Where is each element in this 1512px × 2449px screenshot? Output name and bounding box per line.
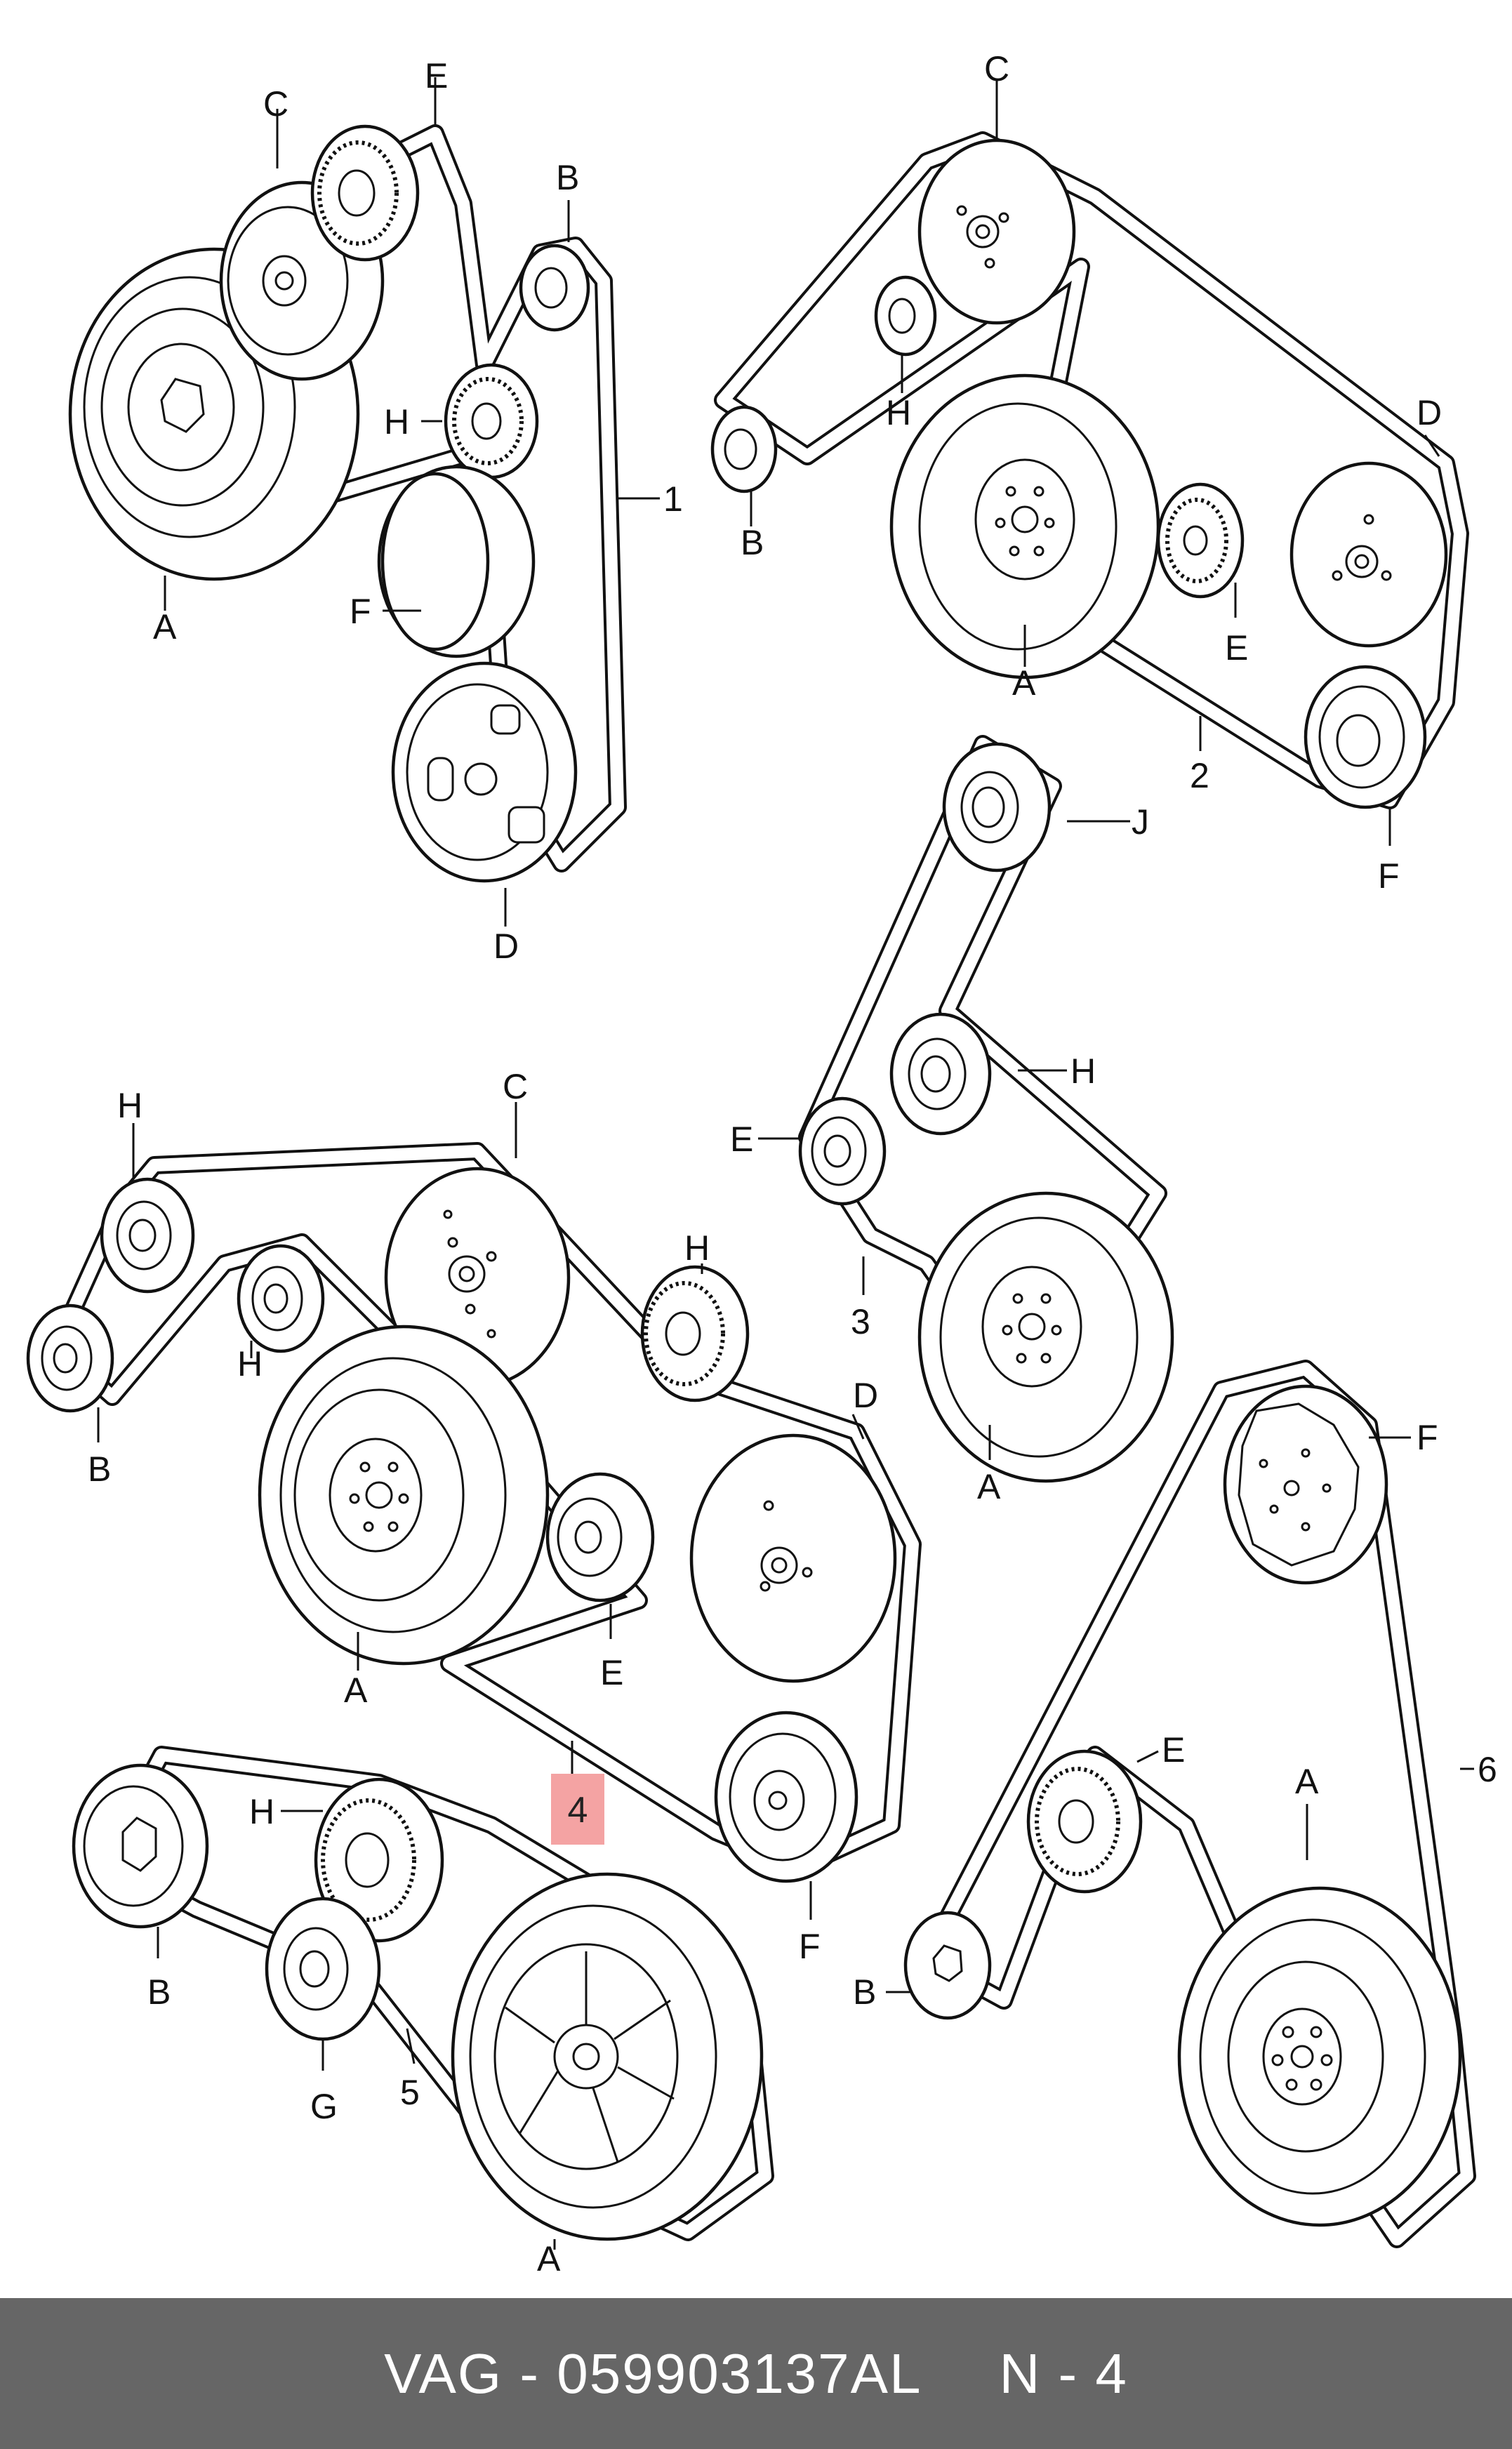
label-c: C — [263, 84, 289, 124]
pulley-e-4 — [545, 1472, 655, 1602]
pulley-f-1 — [377, 465, 536, 658]
label-h: H — [117, 1086, 142, 1125]
highlighted-part-marker: 4 — [551, 1774, 604, 1845]
label-h: H — [249, 1792, 274, 1831]
label-h: H — [1070, 1051, 1096, 1091]
pulley-d-1 — [391, 661, 578, 883]
pulley-e-6 — [1026, 1749, 1143, 1894]
pulley-a-2 — [889, 373, 1160, 679]
label-b: B — [741, 523, 764, 562]
pulley-e-2 — [1156, 482, 1245, 599]
footer-separator: - — [503, 2342, 557, 2405]
pulley-h-5 — [314, 1777, 444, 1943]
pulley-a-4 — [258, 1325, 550, 1666]
label-a: A — [344, 1671, 368, 1710]
label-a: A — [1012, 663, 1036, 703]
pulley-a-6 — [1177, 1886, 1462, 2227]
pulley-h-4c — [640, 1265, 750, 1402]
pulley-f-6 — [1223, 1384, 1388, 1585]
pulley-h-2 — [874, 275, 937, 357]
label-b: B — [88, 1449, 111, 1489]
label-j: J — [1132, 802, 1149, 842]
diagram-5: H B G 5 A — [72, 1746, 774, 2278]
pulley-c-2 — [917, 138, 1076, 325]
label-h: H — [384, 402, 409, 442]
label-e: E — [1225, 628, 1248, 668]
label-c: C — [984, 49, 1009, 88]
pulley-e-3 — [798, 1096, 887, 1206]
pulley-f-2 — [1304, 665, 1427, 809]
label-d: D — [493, 927, 519, 966]
pulley-b-6 — [903, 1911, 992, 2020]
diagram-6: F E 6 A B — [853, 1360, 1497, 2248]
label-f: F — [1417, 1418, 1438, 1457]
diagram-3: J H E 3 A — [730, 735, 1174, 1506]
label-d: D — [853, 1376, 878, 1415]
pulley-e-1 — [310, 124, 420, 262]
diagram-2: C H B D E A 2 F — [710, 49, 1469, 896]
label-h: H — [237, 1344, 263, 1383]
label-a: A — [537, 2239, 561, 2278]
pulley-f-4 — [714, 1711, 858, 1883]
label-f: F — [1378, 856, 1400, 896]
label-b: B — [556, 158, 579, 197]
label-e: E — [425, 56, 448, 95]
footer-position-label: N - 4 — [999, 2342, 1128, 2405]
label-b: B — [853, 1972, 876, 2012]
label-a: A — [153, 607, 177, 646]
label-belt-6: 6 — [1478, 1750, 1497, 1789]
diagram-4: H C H H B D A E F — [26, 1067, 922, 1966]
label-c: C — [503, 1067, 528, 1106]
footer-brand: VAG — [384, 2342, 503, 2405]
pulley-d-4 — [689, 1433, 897, 1683]
label-f: F — [799, 1927, 821, 1966]
pulley-h-4a — [100, 1177, 195, 1294]
footer-part-number: 059903137AL — [557, 2342, 922, 2405]
label-e: E — [730, 1120, 753, 1159]
label-belt-2: 2 — [1190, 756, 1209, 795]
label-h: H — [886, 393, 911, 432]
label-a: A — [977, 1467, 1001, 1506]
pulley-b-5 — [72, 1763, 209, 1929]
label-g: G — [310, 2087, 338, 2126]
diagram-1: C E B 1 H A F D — [68, 56, 683, 966]
pulley-h-1 — [444, 363, 539, 479]
label-e: E — [600, 1653, 623, 1692]
pulley-h-3 — [889, 1012, 992, 1136]
highlighted-part-label: 4 — [567, 1790, 588, 1831]
label-belt-1: 1 — [663, 479, 683, 519]
pulley-b-1 — [519, 244, 590, 332]
pulley-b-4 — [26, 1303, 114, 1413]
pulley-a-3 — [917, 1191, 1174, 1483]
belt-routing-diagram: C E B 1 H A F D — [26, 49, 1497, 2278]
pulley-h-4b — [237, 1244, 325, 1353]
pulley-a-5 — [451, 1872, 764, 2241]
pulley-d-2 — [1289, 461, 1448, 648]
pulley-j-3 — [942, 742, 1052, 872]
label-d: D — [1417, 393, 1442, 432]
label-belt-5: 5 — [400, 2073, 420, 2112]
label-f: F — [350, 592, 371, 631]
label-b: B — [147, 1972, 171, 2012]
pulley-b-2 — [710, 405, 778, 493]
label-belt-3: 3 — [851, 1302, 870, 1341]
label-a: A — [1295, 1762, 1319, 1801]
pulley-g-5 — [265, 1897, 381, 2041]
label-e: E — [1162, 1730, 1185, 1770]
label-h: H — [684, 1228, 710, 1268]
footer-bar: VAG - 059903137AL N - 4 — [0, 2298, 1512, 2449]
